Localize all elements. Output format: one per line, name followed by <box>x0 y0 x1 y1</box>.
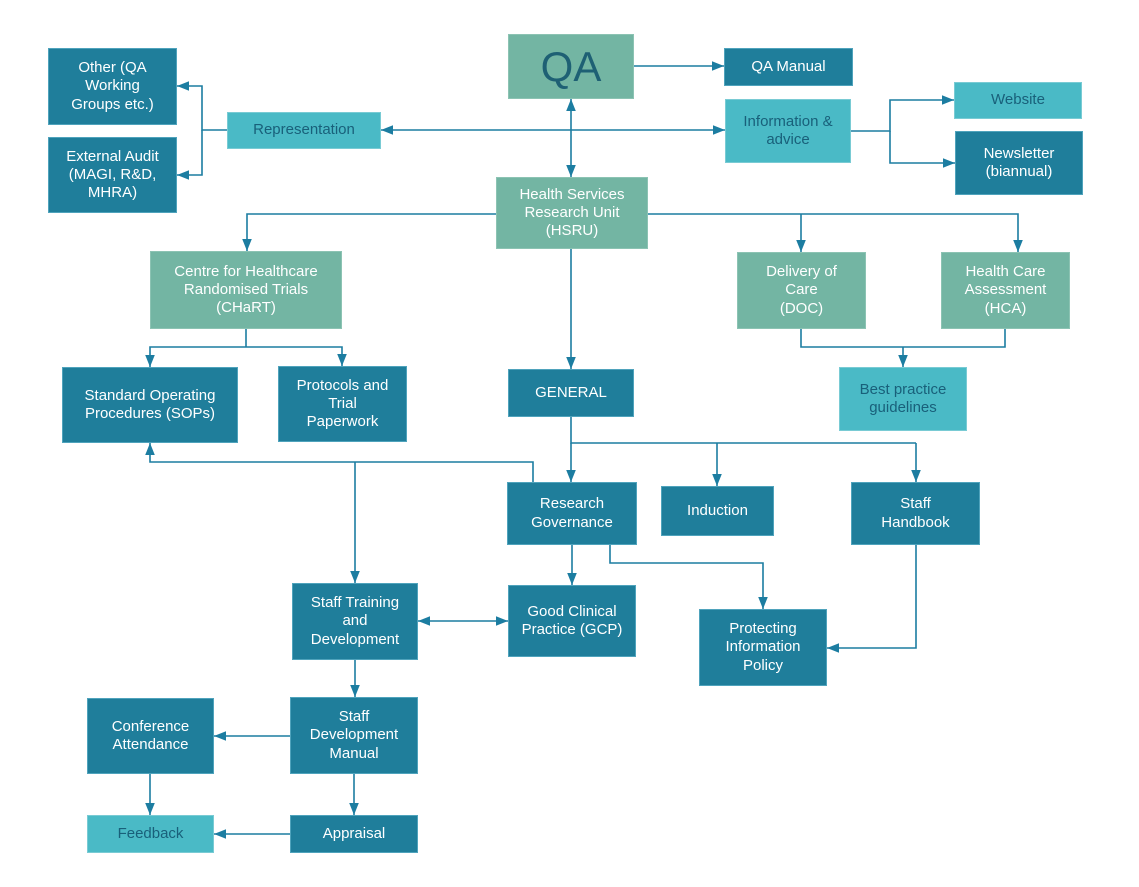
arrowhead <box>567 573 577 585</box>
node-representation: Representation <box>227 112 381 149</box>
connector-representation-to-audit <box>177 130 203 176</box>
node-gcp: Good Clinical Practice (GCP) <box>508 585 636 657</box>
arrowhead <box>566 165 576 177</box>
node-chart: Centre for Healthcare Randomised Trials … <box>150 251 342 329</box>
node-protocols: Protocols and Trial Paperwork <box>278 366 407 442</box>
arrowhead <box>911 470 921 482</box>
arrowhead <box>349 803 359 815</box>
node-conference: Conference Attendance <box>87 698 214 774</box>
arrowhead <box>712 61 724 71</box>
node-label-general: GENERAL <box>535 383 607 401</box>
connector-info-to-newsletter <box>889 131 955 164</box>
arrowhead <box>418 616 430 626</box>
connector-chart-to-protocols <box>246 346 343 366</box>
arrowhead <box>796 240 806 252</box>
node-info-advice: Information & advice <box>725 99 851 163</box>
arrowhead <box>214 731 226 741</box>
connector-handbook-to-protect <box>827 545 917 649</box>
arrowhead <box>713 125 725 135</box>
arrowhead <box>145 443 155 455</box>
node-best-practice: Best practice guidelines <box>839 367 967 431</box>
arrowhead <box>350 685 360 697</box>
connector-info-to-website <box>851 99 954 132</box>
arrowhead <box>214 829 226 839</box>
node-label-representation: Representation <box>253 121 355 139</box>
node-doc: Delivery of Care (DOC) <box>737 252 866 329</box>
node-label-conference: Conference Attendance <box>111 717 190 753</box>
node-label-appraisal: Appraisal <box>322 824 386 842</box>
node-qa-manual: QA Manual <box>724 48 853 86</box>
node-label-research-gov: Research Governance <box>531 495 613 531</box>
node-label-other: Other (QA Working Groups etc.) <box>71 59 154 113</box>
connector-representation-to-other <box>177 85 227 131</box>
node-label-best-practice: Best practice guidelines <box>859 380 947 416</box>
arrowhead <box>566 99 576 111</box>
arrowhead <box>566 470 576 482</box>
node-label-qa-manual: QA Manual <box>751 57 826 75</box>
node-protecting-info: Protecting Information Policy <box>699 609 827 686</box>
node-label-hsru: Health Services Research Unit (HSRU) <box>519 185 625 240</box>
node-label-induction: Induction <box>687 501 748 519</box>
node-qa: QA <box>508 34 634 99</box>
node-induction: Induction <box>661 486 774 536</box>
node-label-newsletter: Newsletter (biannual) <box>983 144 1055 180</box>
node-label-chart: Centre for Healthcare Randomised Trials … <box>174 262 318 317</box>
arrowhead <box>337 354 347 366</box>
arrowhead <box>942 95 954 105</box>
arrowhead <box>177 81 189 91</box>
arrowhead <box>381 125 393 135</box>
connector-hsru-to-chart <box>246 213 496 251</box>
node-staff-handbook: Staff Handbook <box>851 482 980 545</box>
node-external-audit: External Audit (MAGI, R&D, MHRA) <box>48 137 177 213</box>
node-general: GENERAL <box>508 369 634 417</box>
arrowhead <box>712 474 722 486</box>
node-hca: Health Care Assessment (HCA) <box>941 252 1070 329</box>
arrowhead <box>943 158 955 168</box>
arrowhead <box>566 357 576 369</box>
connector-chart-to-sops <box>149 346 246 367</box>
node-label-info-advice: Information & advice <box>743 112 833 148</box>
node-label-external-audit: External Audit (MAGI, R&D, MHRA) <box>66 147 159 202</box>
node-label-doc: Delivery of Care (DOC) <box>766 263 837 317</box>
node-staff-dev-manual: Staff Development Manual <box>290 697 418 774</box>
node-label-website: Website <box>991 91 1045 109</box>
node-staff-training: Staff Training and Development <box>292 583 418 660</box>
connector-hsru-to-hca <box>648 213 1019 252</box>
node-label-staff-dev-manual: Staff Development Manual <box>309 708 399 762</box>
node-label-gcp: Good Clinical Practice (GCP) <box>521 602 623 638</box>
connector-research-gov-to-sops <box>149 443 534 482</box>
node-newsletter: Newsletter (biannual) <box>955 131 1083 195</box>
node-other: Other (QA Working Groups etc.) <box>48 48 177 125</box>
arrowhead <box>898 355 908 367</box>
node-label-protecting-info: Protecting Information Policy <box>725 620 801 674</box>
arrowhead <box>350 571 360 583</box>
node-appraisal: Appraisal <box>290 815 418 853</box>
node-label-staff-training: Staff Training and Development <box>310 594 400 648</box>
arrowhead <box>242 239 252 251</box>
arrowhead <box>496 616 508 626</box>
node-feedback: Feedback <box>87 815 214 853</box>
node-research-gov: Research Governance <box>507 482 637 545</box>
node-sops: Standard Operating Procedures (SOPs) <box>62 367 238 443</box>
node-label-sops: Standard Operating Procedures (SOPs) <box>84 386 216 422</box>
arrowhead <box>758 597 768 609</box>
arrowhead <box>827 643 839 653</box>
arrowhead <box>177 170 189 180</box>
arrowhead <box>145 803 155 815</box>
node-label-protocols: Protocols and Trial Paperwork <box>296 376 389 431</box>
connector-doc-hca-rail <box>800 329 1006 348</box>
node-label-feedback: Feedback <box>117 824 184 842</box>
arrowhead <box>1013 240 1023 252</box>
arrowhead <box>145 355 155 367</box>
node-website: Website <box>954 82 1082 119</box>
node-label-qa: QA <box>540 42 602 90</box>
node-label-staff-handbook: Staff Handbook <box>881 495 950 531</box>
node-label-hca: Health Care Assessment (HCA) <box>964 263 1047 317</box>
node-hsru: Health Services Research Unit (HSRU) <box>496 177 648 249</box>
